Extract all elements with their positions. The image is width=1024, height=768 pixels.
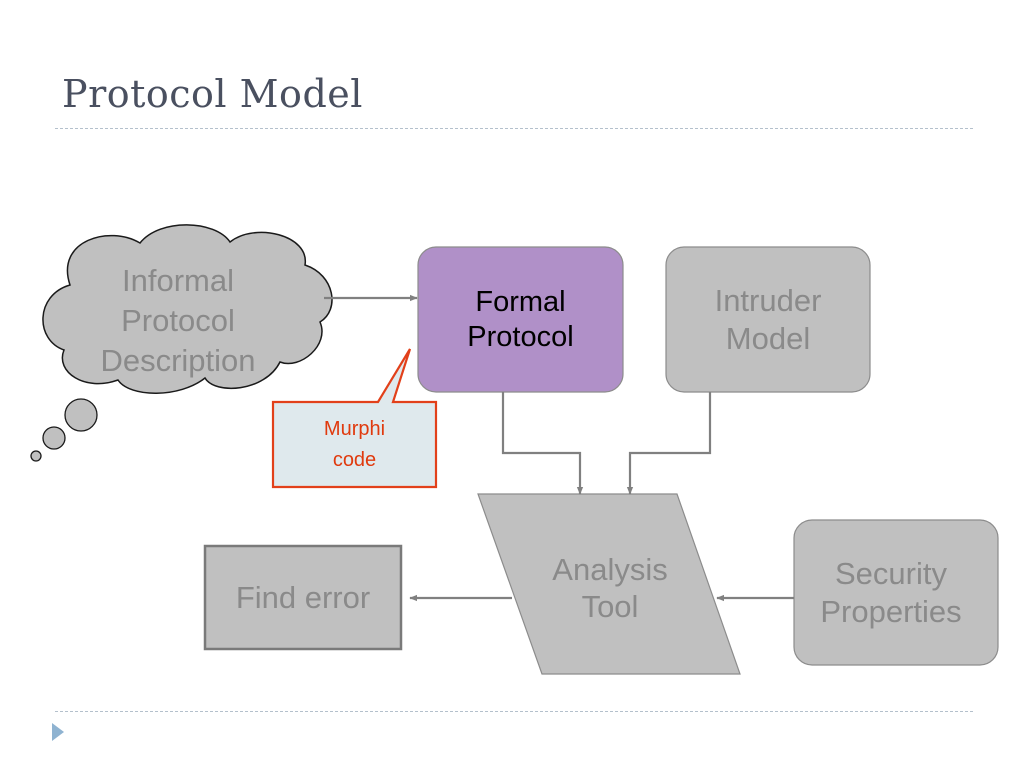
informal-label-line-2: Protocol — [121, 302, 235, 338]
intruder-label-line-1: Intruder — [714, 283, 822, 319]
footer-divider — [55, 711, 973, 712]
formal-protocol-box — [417, 246, 624, 393]
security-properties-label: Security Properties — [794, 520, 988, 665]
intruder-model-box — [665, 246, 871, 393]
murphi-code-label: Murphi code — [273, 402, 436, 487]
informal-label-line-1: Informal — [122, 262, 234, 298]
footer-bullet-icon — [52, 723, 64, 741]
murphi-code-callout — [271, 348, 438, 489]
security-label-line-1: Security — [835, 556, 947, 592]
analysis-label-line-2: Tool — [581, 589, 639, 624]
informal-description-cloud — [42, 224, 333, 394]
formal-protocol-label: Formal Protocol — [418, 247, 623, 392]
find-error-text: Find error — [235, 579, 371, 615]
security-label-line-2: Properties — [820, 593, 962, 629]
analysis-tool-label: Analysis Tool — [510, 530, 710, 646]
thought-bubble-small — [30, 450, 42, 462]
analysis-label-line-1: Analysis — [552, 551, 668, 587]
security-properties-box — [793, 519, 999, 666]
formal-label-line-1: Formal — [475, 285, 566, 318]
intruder-label-line-2: Model — [725, 320, 811, 356]
slide-title: Protocol Model — [62, 72, 363, 116]
callout-line-1: Murphi — [323, 417, 386, 440]
thought-bubble-large — [64, 398, 98, 432]
arrow-intruder-to-analysis — [626, 392, 712, 495]
find-error-box — [203, 544, 403, 651]
arrow-formal-to-analysis — [501, 392, 584, 495]
analysis-tool-parallelogram — [477, 493, 741, 675]
informal-description-label: Informal Protocol Description — [62, 262, 294, 380]
title-divider — [55, 128, 973, 129]
thought-bubble-medium — [42, 426, 66, 450]
intruder-model-label: Intruder Model — [666, 247, 870, 392]
formal-label-line-2: Protocol — [467, 320, 574, 353]
informal-label-line-3: Description — [100, 343, 256, 379]
callout-line-2: code — [332, 448, 377, 471]
find-error-label: Find error — [205, 546, 401, 649]
